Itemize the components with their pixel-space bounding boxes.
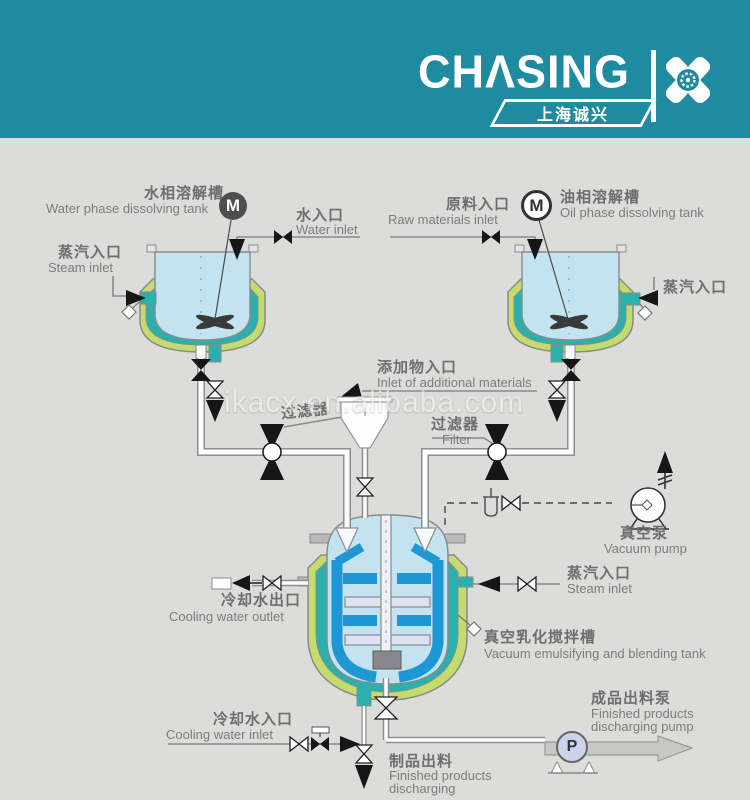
vacuum-pump-symbol — [627, 451, 673, 530]
brand-logo-banner: 上海诚兴 — [489, 99, 657, 127]
drain-valve-arrow — [354, 744, 374, 789]
oil-tank-label-cn: 油相溶解槽 — [560, 189, 641, 206]
raw-label-en: Raw materials inlet — [388, 212, 498, 227]
vacuum-pump-label-en: Vacuum pump — [604, 541, 687, 556]
process-diagram-graphics — [112, 219, 694, 789]
cooling-in-label-en: Cooling water inlet — [166, 727, 273, 742]
brand-logo-subtext: 上海诚兴 — [536, 107, 609, 124]
discharge-pump-badge: P — [556, 731, 588, 763]
steam-left-sensor — [121, 300, 141, 320]
discharge-pump-label-en1: Finished products — [591, 706, 694, 721]
raw-inlet-arrow — [527, 239, 543, 260]
right-tank-main-valve — [561, 359, 581, 381]
filter-right-label-en: Filter — [442, 432, 471, 447]
discharge-pump-label-cn: 成品出料泵 — [591, 690, 672, 707]
vacuum-pump-label-cn: 真空泵 — [620, 525, 669, 542]
emulsifying-tank — [297, 514, 482, 707]
emulsify-tank-label-cn: 真空乳化搅拌槽 — [484, 629, 597, 646]
filter-left-leader — [283, 416, 343, 428]
product-outlet-valve — [373, 696, 399, 720]
filter-left-symbol — [260, 424, 284, 480]
feed-arrow-left — [334, 527, 360, 554]
filter-right-symbol — [485, 424, 509, 480]
additional-materials-leader — [337, 383, 537, 400]
feed-arrow-right — [412, 527, 438, 554]
watermark-text: ikacx.en.alibaba.com — [224, 386, 525, 419]
raw-inlet-valve — [482, 230, 500, 244]
steam-center-valve-arrow — [478, 575, 537, 593]
bottom-outlet-stub — [356, 681, 372, 707]
discharge-pump-stand — [548, 760, 598, 774]
steam-center-label-en: Steam inlet — [567, 581, 633, 596]
cooling-out-label-cn: 冷却水出口 — [221, 592, 302, 609]
discharge-label-en2: discharging — [389, 781, 456, 796]
steam-left-line — [112, 276, 126, 297]
cooling-outlet-valve-arrow — [211, 574, 282, 592]
filter-right-leader — [432, 437, 497, 447]
discharge-label-en1: Finished products — [389, 768, 492, 783]
steam-right-label-cn: 蒸汽入口 — [663, 279, 728, 296]
vacuum-line — [444, 502, 612, 525]
left-tank-drain — [205, 380, 225, 422]
steam-left-label-en: Steam inlet — [48, 260, 114, 275]
propeller-right — [549, 314, 589, 330]
product-pipe — [382, 678, 545, 744]
brand-logo-text: CHΛSING — [418, 44, 631, 98]
water-inlet-valve — [274, 230, 292, 244]
steam-center-label-cn: 蒸汽入口 — [567, 565, 632, 582]
steam-right-arrow — [638, 290, 658, 306]
water-phase-tank — [139, 219, 266, 363]
brand-header: CHΛSING 上海诚兴 — [0, 0, 750, 138]
water-inlet-line — [236, 236, 360, 239]
anchor-agitator — [331, 543, 444, 683]
sensor-diamond — [466, 621, 482, 637]
water-tank-label-en: Water phase dissolving tank — [46, 201, 209, 216]
homogenizer-box — [372, 650, 402, 670]
additional-label-cn: 添加物入口 — [377, 359, 458, 376]
cooling-inlet-valves — [289, 726, 360, 753]
water-tank-label-cn: 水相溶解槽 — [144, 185, 225, 202]
left-tank-main-valve — [191, 359, 211, 381]
vacuum-trap — [483, 488, 499, 517]
vacuum-valve — [501, 494, 521, 512]
right-tank-drain — [547, 380, 567, 422]
logo-divider-bar — [651, 50, 656, 122]
oil-tank-label-en: Oil phase dissolving tank — [560, 205, 704, 220]
cooling-in-label-cn: 冷却水入口 — [213, 711, 294, 728]
cooling-out-label-en: Cooling water outlet — [169, 609, 284, 624]
emulsify-tank-label-en: Vacuum emulsifying and blending tank — [484, 646, 706, 661]
motor-badge-right: M — [521, 190, 552, 221]
water-inlet-arrow — [229, 239, 245, 260]
propeller-left — [195, 314, 235, 330]
water-inlet-label-en: Water inlet — [296, 222, 358, 237]
discharge-pump-label-en2: discharging pump — [591, 719, 694, 734]
raw-label-cn: 原料入口 — [446, 196, 511, 213]
water-inlet-label-cn: 水入口 — [296, 207, 345, 224]
oil-phase-tank — [507, 219, 641, 363]
gear-puzzle-icon — [665, 57, 711, 103]
additional-materials-funnel — [336, 396, 393, 449]
steam-left-arrow — [126, 290, 146, 306]
steam-right-sensor — [637, 303, 653, 321]
raw-materials-line — [390, 236, 536, 239]
steam-left-label-cn: 蒸汽入口 — [58, 244, 123, 261]
discharge-label-cn: 制品出料 — [389, 753, 454, 770]
motor-badge-left: M — [219, 192, 247, 220]
funnel-valve — [355, 477, 375, 497]
process-flow-diagram: 水相溶解槽 Water phase dissolving tank 水入口 Wa… — [0, 138, 750, 800]
filter-right-label-cn: 过滤器 — [431, 416, 480, 433]
additional-label-en: Inlet of additional materials — [377, 375, 532, 390]
